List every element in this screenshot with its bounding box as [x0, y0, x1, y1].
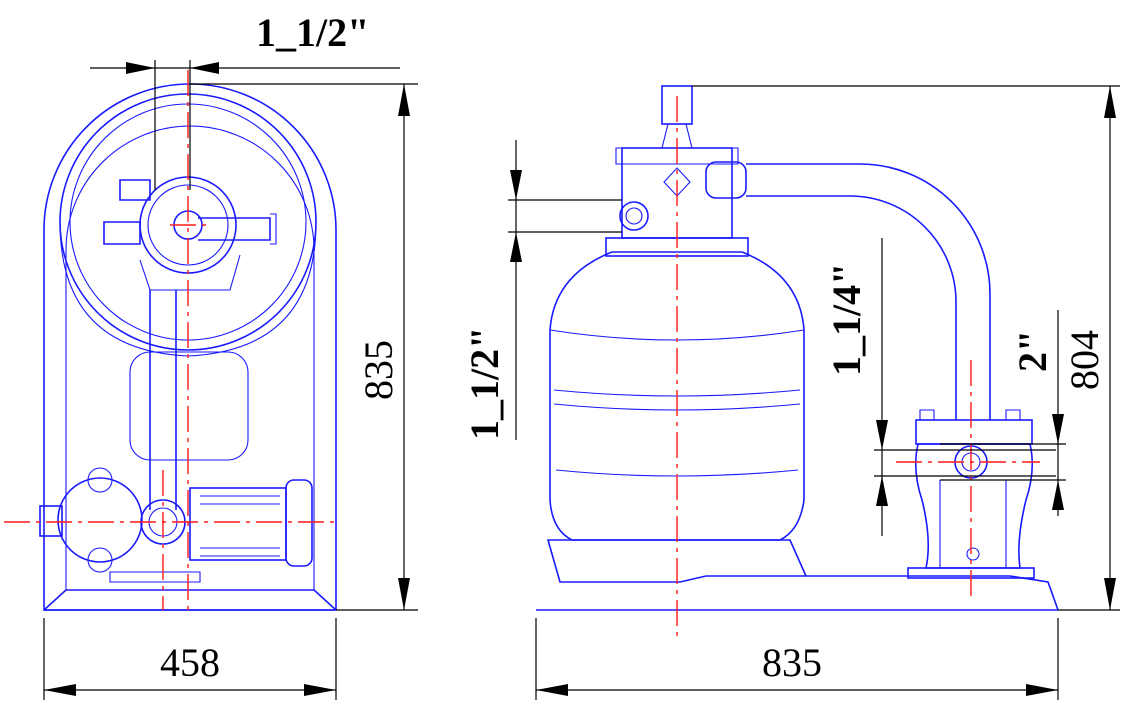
pump-base [109, 571, 201, 583]
dim-outlet-label: 2" [1010, 330, 1055, 372]
dim-inlet-label: 1_1/4" [824, 263, 869, 376]
return-pipe-inner [746, 195, 957, 420]
valve-side-port-inner [625, 207, 643, 225]
dim-valve-label: 1_1/2" [462, 327, 507, 440]
pump-top-flange [915, 419, 1033, 445]
pump-body-lines [939, 480, 1007, 568]
valve-top-ring [147, 184, 229, 266]
pump-lug-bottom [87, 547, 113, 573]
filter-tank [549, 251, 805, 541]
motor-fins [200, 495, 280, 557]
pump-housing [129, 351, 249, 461]
dim-valve-lines [508, 140, 622, 440]
valve-side-port [619, 201, 649, 231]
pump-drain [966, 547, 980, 561]
valve-side-port [103, 179, 151, 245]
dim-side-width-lines [535, 618, 1059, 700]
dim-top-fitting-label: 1_1/2" [256, 10, 369, 55]
dim-width-label: 458 [160, 640, 220, 685]
valve-handle-cap [270, 213, 277, 245]
dim-side-width-label: 835 [762, 640, 822, 685]
dim-width-arrows [44, 684, 336, 696]
front-pipe [149, 290, 177, 510]
dim-outlet-arrows [1052, 414, 1064, 510]
front-view: 1_1/2" 835 458 [4, 10, 418, 700]
motor-body [189, 487, 287, 561]
side-view: 1_1/2" 1_1/4" 2" 804 835 [462, 85, 1120, 700]
dim-top-fitting-lines [90, 60, 400, 190]
dim-height-label: 835 [356, 340, 401, 400]
side-base-top [547, 539, 561, 583]
valve-outlet [705, 161, 747, 199]
motor-fan-cover [285, 479, 313, 567]
dim-width-lines [43, 618, 337, 700]
return-pipe-outer [746, 163, 991, 420]
enclosure-base [43, 589, 337, 611]
valve-body-cap [615, 147, 739, 165]
pump-impeller [57, 477, 143, 563]
valve-body [139, 254, 241, 291]
dim-side-height-lines [692, 85, 1120, 611]
dim-top-fitting-arrows [126, 62, 219, 74]
dim-side-height-label: 804 [1062, 330, 1107, 390]
pump-inlet-stub [39, 505, 63, 537]
pump-bolts [919, 409, 1021, 420]
valve-handle [198, 217, 271, 241]
valve-stem-neck [661, 123, 693, 149]
pump-lug-top [87, 467, 113, 493]
dim-valve-arrows [510, 170, 522, 262]
dim-height-lines [190, 83, 418, 611]
dim-inlet-arrows [876, 420, 888, 506]
side-base [536, 539, 1060, 611]
